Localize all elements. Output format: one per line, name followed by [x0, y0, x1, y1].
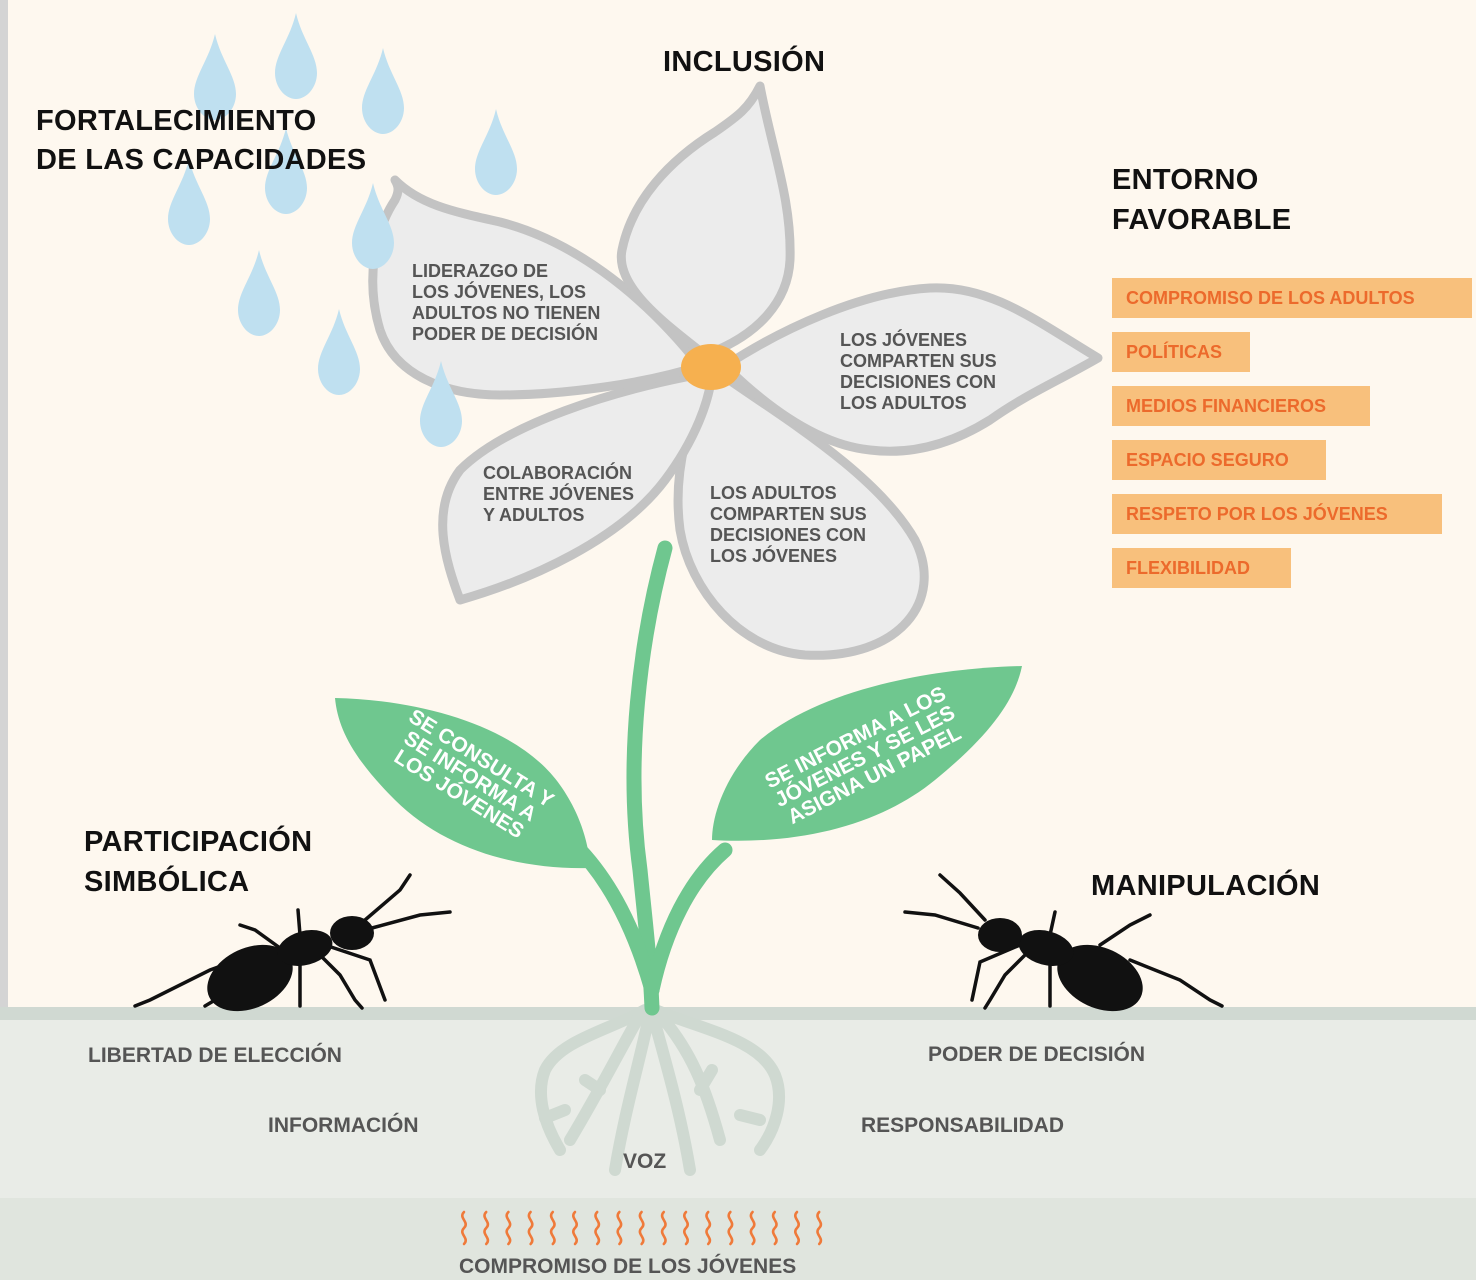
petal-text-line: LOS ADULTOS — [840, 393, 997, 414]
petal-text-line: DECISIONES CON — [840, 372, 997, 393]
ground-informacion: INFORMACIÓN — [268, 1114, 419, 1138]
ground-poder-decision: PODER DE DECISIÓN — [928, 1043, 1145, 1067]
heading-manipulacion: MANIPULACIÓN — [1091, 866, 1320, 906]
heading-fortalecimiento-line1: FORTALECIMIENTO — [36, 101, 317, 141]
flower-center — [681, 344, 741, 390]
rain-drop — [475, 109, 517, 195]
petal-text-line: ADULTOS NO TIENEN — [412, 303, 600, 324]
petal-text-line: LOS JÓVENES, LOS — [412, 282, 600, 303]
tag-medios-financieros: MEDIOS FINANCIEROS — [1112, 386, 1370, 426]
petal-text-jovenes-comparten: LOS JÓVENES COMPARTEN SUS DECISIONES CON… — [840, 330, 997, 414]
rain-drop — [362, 48, 404, 134]
petal-text-line: DECISIONES CON — [710, 525, 867, 546]
petal-text-line: PODER DE DECISIÓN — [412, 324, 600, 345]
tag-espacio-seguro: ESPACIO SEGURO — [1112, 440, 1326, 480]
ground-responsabilidad: RESPONSABILIDAD — [861, 1114, 1064, 1138]
ground-compromiso-jovenes: COMPROMISO DE LOS JÓVENES — [459, 1255, 796, 1279]
petal-text-adultos-comparten: LOS ADULTOS COMPARTEN SUS DECISIONES CON… — [710, 483, 867, 567]
petal-text-colaboracion: COLABORACIÓN ENTRE JÓVENES Y ADULTOS — [483, 463, 634, 526]
petal-text-line: LOS JÓVENES — [840, 330, 997, 351]
petal-text-liderazgo: LIDERAZGO DE LOS JÓVENES, LOS ADULTOS NO… — [412, 261, 600, 345]
rain-drop — [238, 250, 280, 336]
petal-text-line: LIDERAZGO DE — [412, 261, 600, 282]
petal-text-line: COMPARTEN SUS — [710, 504, 867, 525]
ground-libertad-eleccion: LIBERTAD DE ELECCIÓN — [88, 1044, 342, 1068]
petal-text-line: Y ADULTOS — [483, 505, 634, 526]
heading-entorno-line1: ENTORNO — [1112, 160, 1259, 200]
heading-fortalecimiento-line2: DE LAS CAPACIDADES — [36, 140, 366, 180]
petal-text-line: ENTRE JÓVENES — [483, 484, 634, 505]
rain-drop — [318, 309, 360, 395]
stem — [575, 548, 725, 1008]
tag-politicas: POLÍTICAS — [1112, 332, 1250, 372]
soil-surface-line — [0, 1007, 1476, 1020]
heading-inclusion: INCLUSIÓN — [663, 42, 825, 82]
tag-respeto-jovenes: RESPETO POR LOS JÓVENES — [1112, 494, 1442, 534]
tag-flexibilidad: FLEXIBILIDAD — [1112, 548, 1291, 588]
heading-participacion-line2: SIMBÓLICA — [84, 862, 249, 902]
petal-text-line: LOS ADULTOS — [710, 483, 867, 504]
heading-participacion-line1: PARTICIPACIÓN — [84, 822, 312, 862]
petal-text-line: LOS JÓVENES — [710, 546, 867, 567]
ground-voz: VOZ — [623, 1150, 666, 1174]
rain-drop — [275, 13, 317, 99]
rain-drop — [352, 183, 394, 269]
heading-entorno-line2: FAVORABLE — [1112, 200, 1291, 240]
tag-compromiso-adultos: COMPROMISO DE LOS ADULTOS — [1112, 278, 1472, 318]
petal-text-line: COMPARTEN SUS — [840, 351, 997, 372]
petal-text-line: COLABORACIÓN — [483, 463, 634, 484]
